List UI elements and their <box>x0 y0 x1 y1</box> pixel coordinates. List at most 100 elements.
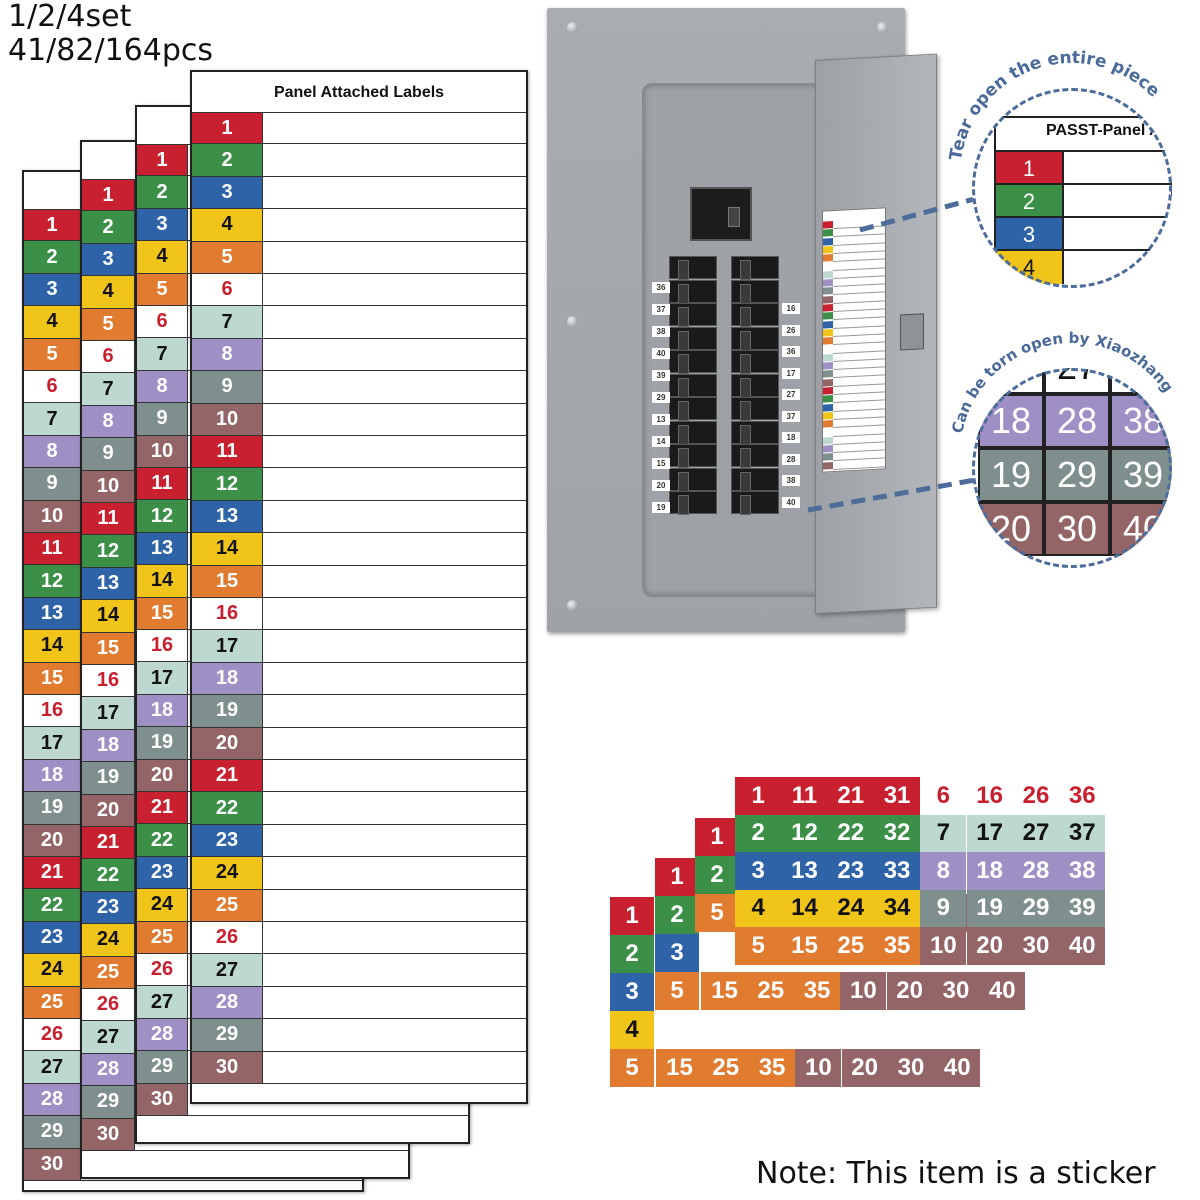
label-row: 7 <box>192 306 526 339</box>
breaker-switch <box>669 467 717 492</box>
circuit-number: 10 <box>24 500 81 532</box>
sticker-number: 23 <box>827 852 874 890</box>
circuit-number: 9 <box>24 468 81 500</box>
circuit-label: 40 <box>782 496 800 508</box>
sticker-number: 4 <box>610 1011 654 1049</box>
circuit-number: 17 <box>137 662 188 694</box>
circuit-number: 15 <box>137 597 188 629</box>
circuit-number: 6 <box>24 371 81 403</box>
sticker-number: 10 <box>795 1049 842 1087</box>
circuit-label: 36 <box>782 346 800 357</box>
circuit-number: 13 <box>82 567 135 600</box>
circuit-number: 26 <box>24 1019 81 1051</box>
label-row: 11 <box>192 436 526 469</box>
circuit-number: 19 <box>192 695 263 727</box>
label-row: 14 <box>192 533 526 566</box>
circuit-label: 37 <box>652 304 670 315</box>
sticker-number: 2 <box>695 856 739 894</box>
circuit-number: 27 <box>24 1051 81 1083</box>
breaker-switch <box>669 397 717 421</box>
circuit-number: 6 <box>82 341 135 373</box>
circuit-number: 16 <box>82 665 135 697</box>
screw-icon <box>567 600 578 611</box>
circuit-number: 23 <box>137 856 188 889</box>
circuit-number: 13 <box>137 532 188 565</box>
sticker-number: 36 <box>1059 777 1106 815</box>
label-row: 19 <box>192 695 526 728</box>
circuit-number: 3 <box>192 176 263 209</box>
circuit-number: 26 <box>192 922 263 954</box>
circuit-number: 2 <box>82 211 135 243</box>
circuit-number: 16 <box>137 630 188 662</box>
label-row: 30 <box>137 1083 468 1116</box>
circuit-number: 5 <box>82 308 135 340</box>
circuit-number: 12 <box>137 500 188 532</box>
circuit-number: 1 <box>82 180 135 211</box>
circuit-number: 12 <box>24 565 81 597</box>
circuit-number: 8 <box>82 405 135 438</box>
circuit-number: 25 <box>137 921 188 953</box>
circuit-label: 26 <box>782 324 800 336</box>
circuit-number: 20 <box>192 727 263 759</box>
sticker-number: 1 <box>655 858 699 896</box>
label-row: 14 <box>24 630 362 663</box>
sticker-number: 20 <box>886 972 933 1010</box>
sticker-number: 30 <box>887 1049 935 1087</box>
label-row: 9 <box>192 371 526 404</box>
label-row: 26 <box>192 922 526 955</box>
circuit-label: 39 <box>652 370 670 381</box>
label-row: 9 <box>137 403 468 436</box>
breaker-switch <box>731 467 779 492</box>
circuit-number: 28 <box>24 1083 81 1116</box>
sticker-number: 20 <box>966 927 1013 965</box>
sticker-number: 25 <box>702 1049 749 1087</box>
circuit-number: 1 <box>137 145 188 176</box>
circuit-number: 18 <box>24 759 81 792</box>
circuit-number: 9 <box>137 403 188 435</box>
circuit-number: 27 <box>137 986 188 1018</box>
tear-open-text: Tear open the entire piece <box>946 48 1164 162</box>
circuit-number: 30 <box>137 1083 188 1115</box>
breaker-switch <box>731 420 779 445</box>
circuit-number: 5 <box>24 338 81 370</box>
circuit-number: 7 <box>24 403 81 435</box>
breaker-switch <box>669 279 717 304</box>
sticker-number: 25 <box>827 927 874 965</box>
sticker-number: 1 <box>695 818 739 856</box>
circuit-number: 19 <box>24 792 81 824</box>
breaker-switch <box>731 256 779 280</box>
breaker-switch <box>731 397 779 421</box>
sticker-number: 5 <box>735 927 782 965</box>
label-row: 29 <box>137 1051 468 1084</box>
label-row: 15 <box>24 662 362 695</box>
circuit-number: 12 <box>192 468 263 500</box>
sticker-number: 25 <box>747 972 794 1010</box>
label-row: 11 <box>137 468 468 501</box>
zoom-ring-top <box>972 88 1172 288</box>
svg-text:Tear open the entire piece: Tear open the entire piece <box>946 48 1164 162</box>
breaker-switch <box>669 373 717 398</box>
label-row: 26 <box>24 1019 362 1052</box>
sticker-number: 5 <box>655 972 699 1010</box>
circuit-number: 7 <box>137 338 188 370</box>
circuit-label: 40 <box>652 348 670 359</box>
breaker-switch <box>731 491 779 515</box>
circuit-number: 22 <box>24 889 81 921</box>
circuit-number: 14 <box>82 600 135 632</box>
label-row: 27 <box>192 954 526 987</box>
circuit-number: 27 <box>82 1021 135 1053</box>
circuit-number: 11 <box>137 468 188 500</box>
circuit-number: 2 <box>137 176 188 208</box>
label-row: 23 <box>192 824 526 858</box>
sticker-number: 10 <box>840 972 887 1010</box>
label-row: 8 <box>192 338 526 372</box>
sticker-number: 27 <box>1012 814 1060 852</box>
label-row: 12 <box>192 468 526 501</box>
circuit-label: 14 <box>652 436 670 447</box>
screw-icon <box>567 316 578 327</box>
circuit-label: 18 <box>782 432 800 443</box>
circuit-number: 25 <box>24 986 81 1018</box>
sticker-number: 35 <box>873 927 921 965</box>
circuit-number: 28 <box>82 1053 135 1086</box>
